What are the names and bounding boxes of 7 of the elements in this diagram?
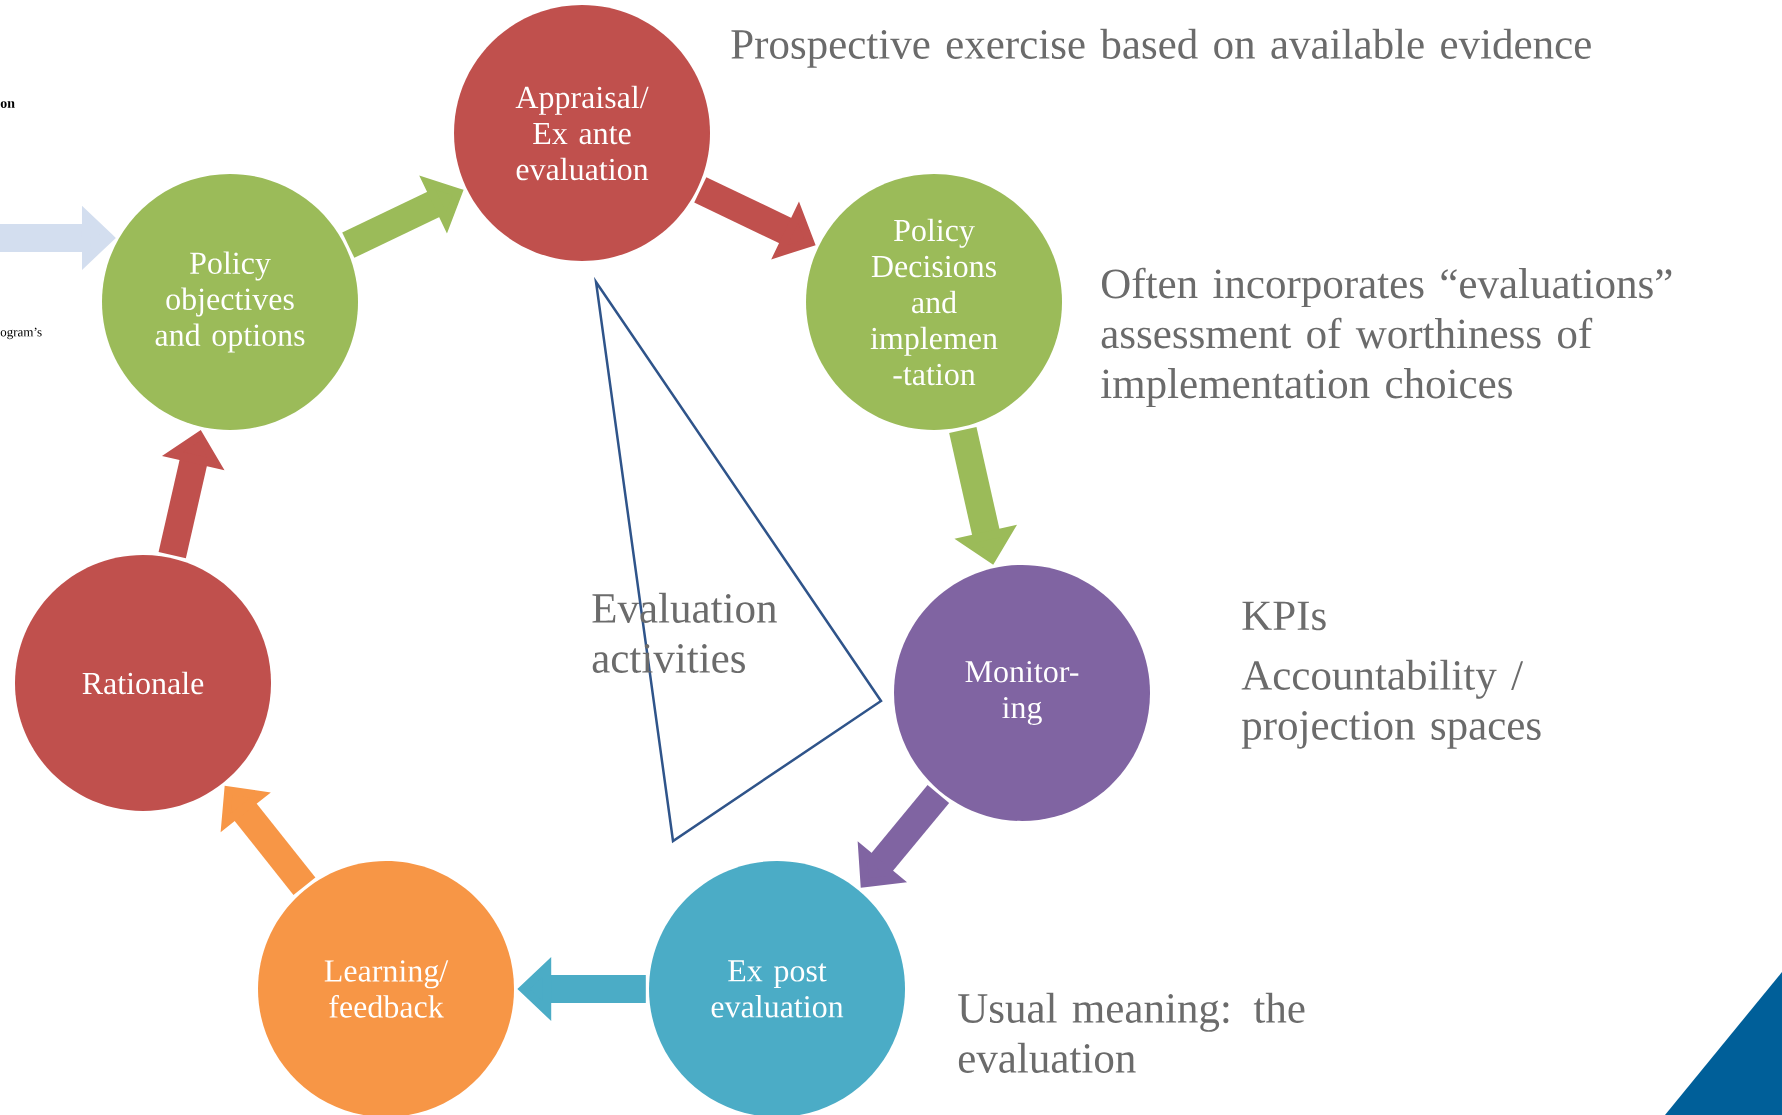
text-fragment: ogram’s bbox=[0, 327, 42, 340]
annotation-text: KPIs bbox=[1242, 601, 1326, 631]
annotation-text: Accountability / projection spaces bbox=[1241, 659, 1541, 749]
text-fragment: on bbox=[0, 101, 15, 108]
annotation-text: Prospective exercise based on available evidence bbox=[731, 28, 1591, 68]
annotation-text: Often incorporates “evaluations” assessment of worthiness of implementation choices bbox=[1101, 267, 1672, 408]
annotation-text: Usual meaning: the evaluation bbox=[958, 992, 1305, 1073]
